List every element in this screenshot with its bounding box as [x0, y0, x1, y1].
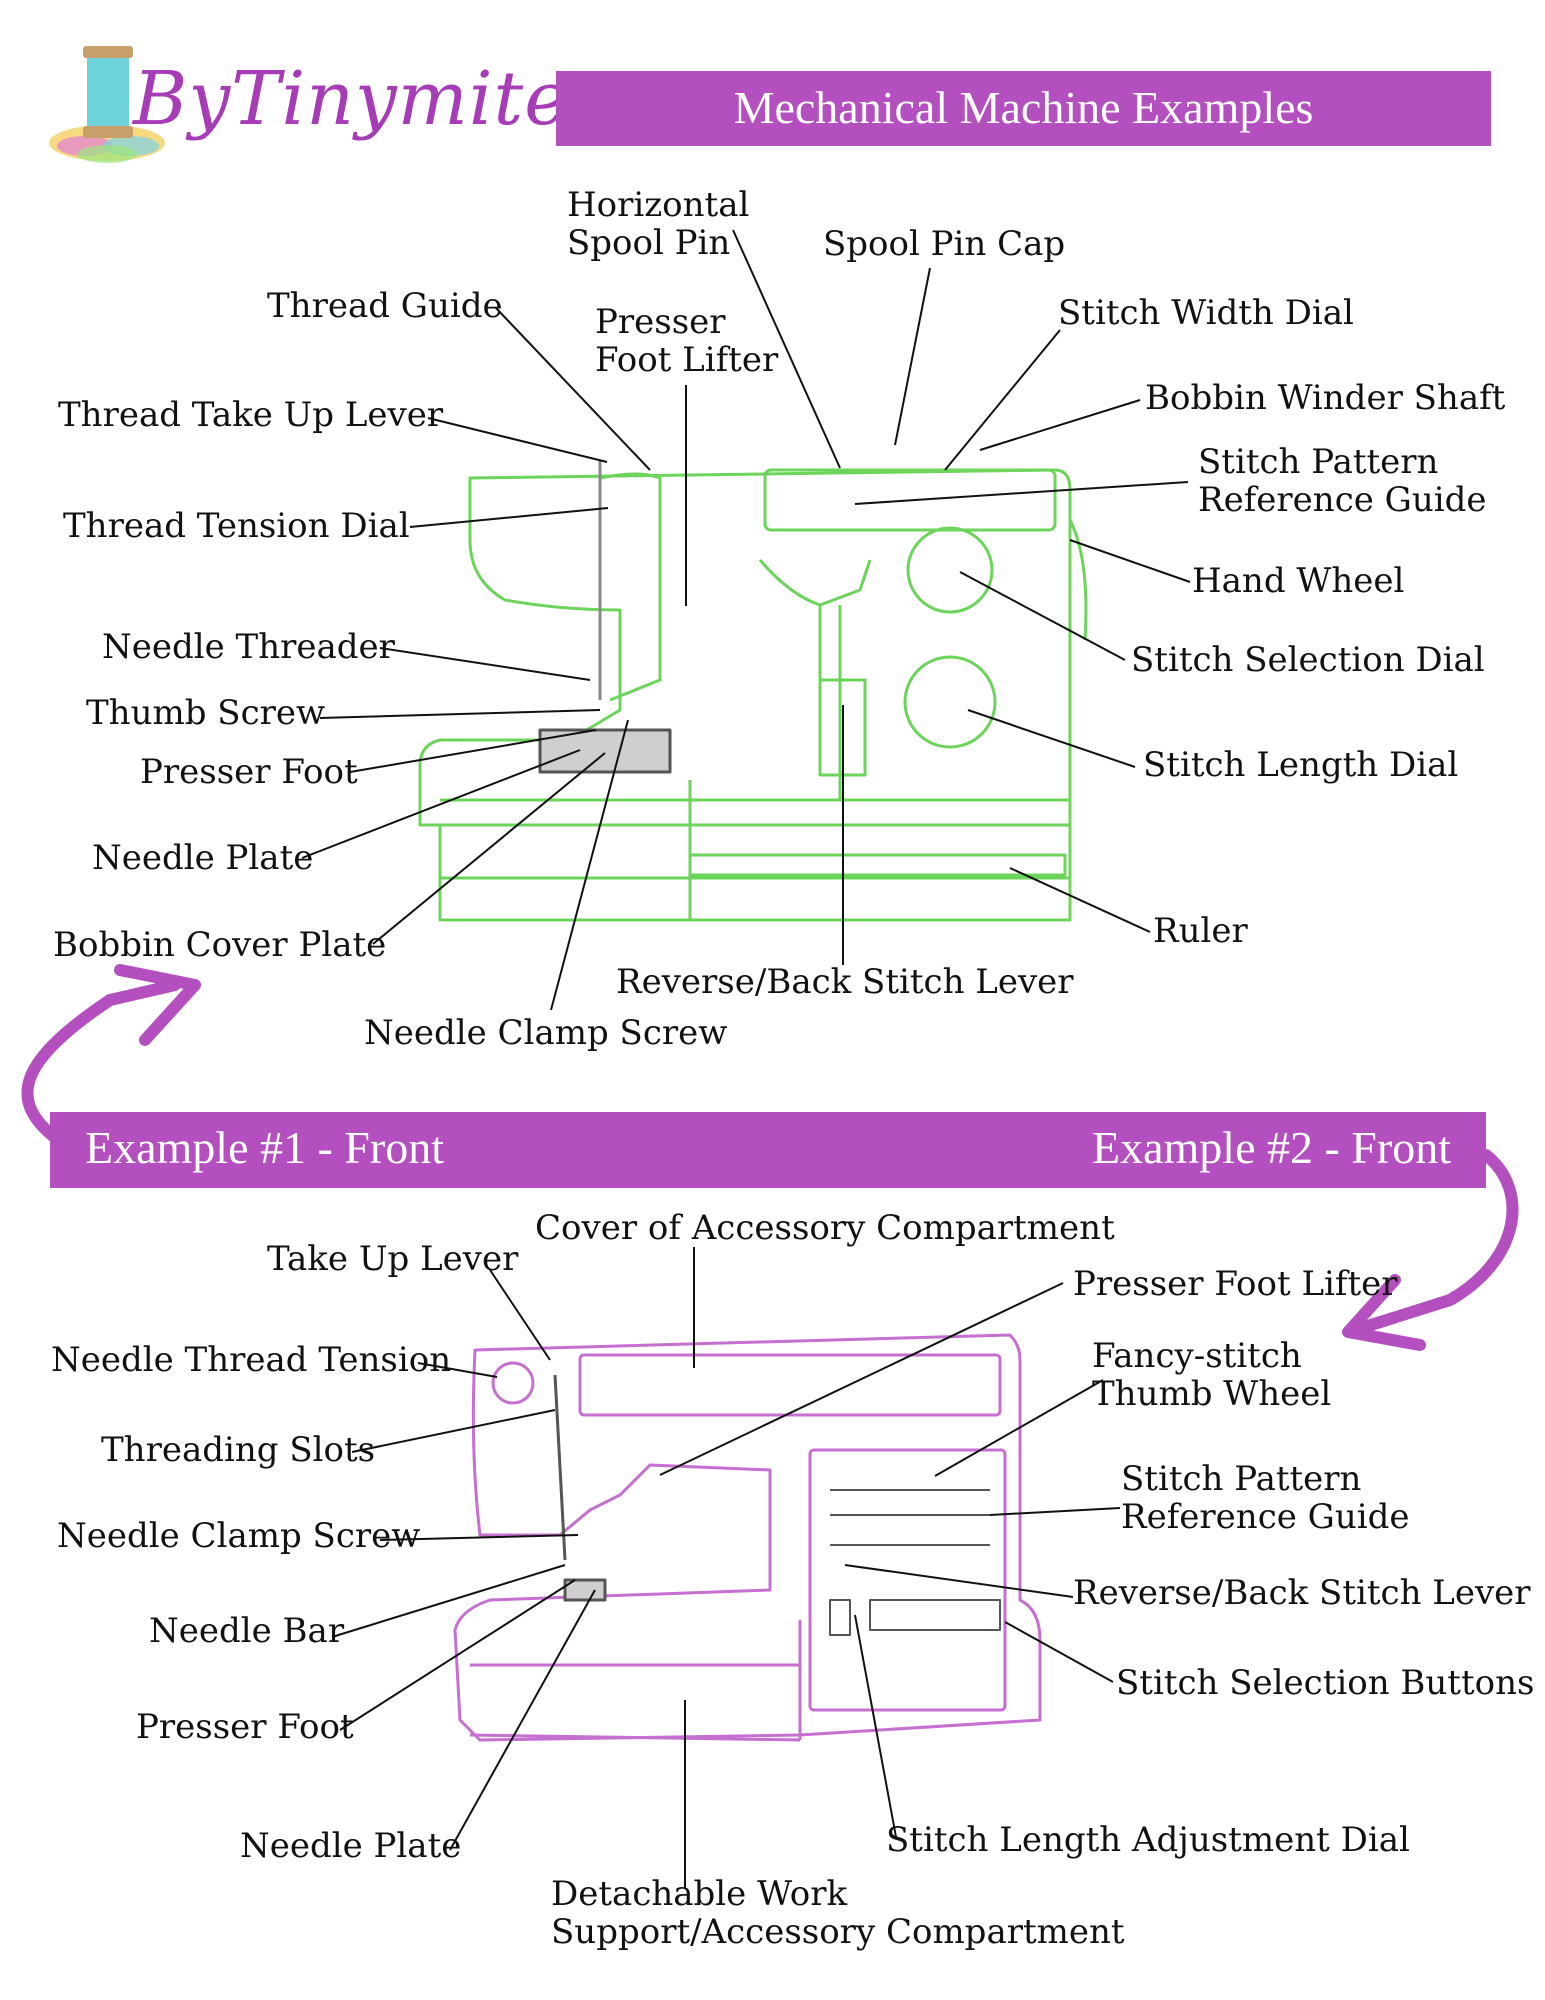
- section-title-example-2: Example #2 - Front: [1092, 1122, 1451, 1173]
- mechanical-machine-1: [418, 460, 1088, 922]
- page-title: Mechanical Machine Examples: [733, 82, 1314, 133]
- label-needle-threader: Needle Threader: [102, 627, 395, 667]
- label-reverse-back-stitch-lever-2: Reverse/Back Stitch Lever: [1073, 1573, 1531, 1613]
- label-thumb-screw: Thumb Screw: [86, 693, 326, 733]
- brand-wordmark: ByTinymite: [133, 56, 570, 142]
- label-needle-plate-2: Needle Plate: [240, 1826, 462, 1866]
- label-stitch-length-adjustment-dial: Stitch Length Adjustment Dial: [886, 1820, 1410, 1860]
- label-needle-clamp-screw-2: Needle Clamp Screw: [57, 1516, 421, 1556]
- section-title-example-1: Example #1 - Front: [85, 1122, 444, 1173]
- label-take-up-lever: Take Up Lever: [267, 1239, 519, 1279]
- label-thread-take-up-lever: Thread Take Up Lever: [58, 395, 444, 435]
- label-threading-slots: Threading Slots: [101, 1430, 376, 1470]
- label-detachable-work-support: Detachable Work Support/Accessory Compar…: [551, 1874, 1125, 1952]
- label-bobbin-winder-shaft: Bobbin Winder Shaft: [1145, 378, 1506, 418]
- label-thread-tension-dial: Thread Tension Dial: [63, 506, 410, 546]
- curved-arrow-left: [21, 964, 201, 1146]
- label-horizontal-spool-pin: Horizontal Spool Pin: [567, 185, 750, 263]
- label-stitch-pattern-reference-guide-1: Stitch Pattern Reference Guide: [1198, 442, 1487, 520]
- label-reverse-back-stitch-lever-1: Reverse/Back Stitch Lever: [616, 962, 1074, 1002]
- label-needle-thread-tension: Needle Thread Tension: [51, 1340, 452, 1380]
- spool-flower-icon: [49, 46, 165, 163]
- label-thread-guide: Thread Guide: [267, 286, 503, 326]
- label-needle-bar: Needle Bar: [149, 1611, 345, 1651]
- label-spool-pin-cap: Spool Pin Cap: [823, 224, 1066, 264]
- label-hand-wheel: Hand Wheel: [1192, 561, 1405, 601]
- label-presser-foot-lifter: Presser Foot Lifter: [595, 302, 779, 380]
- label-presser-foot-1: Presser Foot: [140, 752, 358, 792]
- label-stitch-length-dial: Stitch Length Dial: [1143, 745, 1459, 785]
- label-stitch-width-dial: Stitch Width Dial: [1058, 293, 1354, 333]
- label-ruler: Ruler: [1153, 911, 1248, 951]
- label-bobbin-cover-plate: Bobbin Cover Plate: [53, 925, 387, 965]
- label-needle-clamp-screw-1: Needle Clamp Screw: [364, 1013, 728, 1053]
- label-fancy-stitch-thumb-wheel: Fancy-stitch Thumb Wheel: [1092, 1336, 1332, 1414]
- label-stitch-selection-dial: Stitch Selection Dial: [1131, 640, 1485, 680]
- label-stitch-pattern-reference-guide-2: Stitch Pattern Reference Guide: [1121, 1459, 1410, 1537]
- title-banner: Mechanical Machine Examples: [556, 71, 1491, 146]
- label-presser-foot-2: Presser Foot: [136, 1707, 354, 1747]
- label-cover-of-accessory-compartment: Cover of Accessory Compartment: [535, 1208, 1115, 1248]
- brand-logo: ByTinymite: [45, 38, 568, 173]
- label-stitch-selection-buttons: Stitch Selection Buttons: [1116, 1663, 1535, 1703]
- leader-lines: [301, 229, 1191, 1888]
- label-presser-foot-lifter-2: Presser Foot Lifter: [1073, 1264, 1398, 1304]
- section-banner: Example #1 - Front Example #2 - Front: [50, 1112, 1486, 1188]
- curved-arrow-right: [1342, 1149, 1519, 1351]
- mechanical-machine-2: [453, 1333, 1042, 1742]
- label-needle-plate-1: Needle Plate: [92, 838, 314, 878]
